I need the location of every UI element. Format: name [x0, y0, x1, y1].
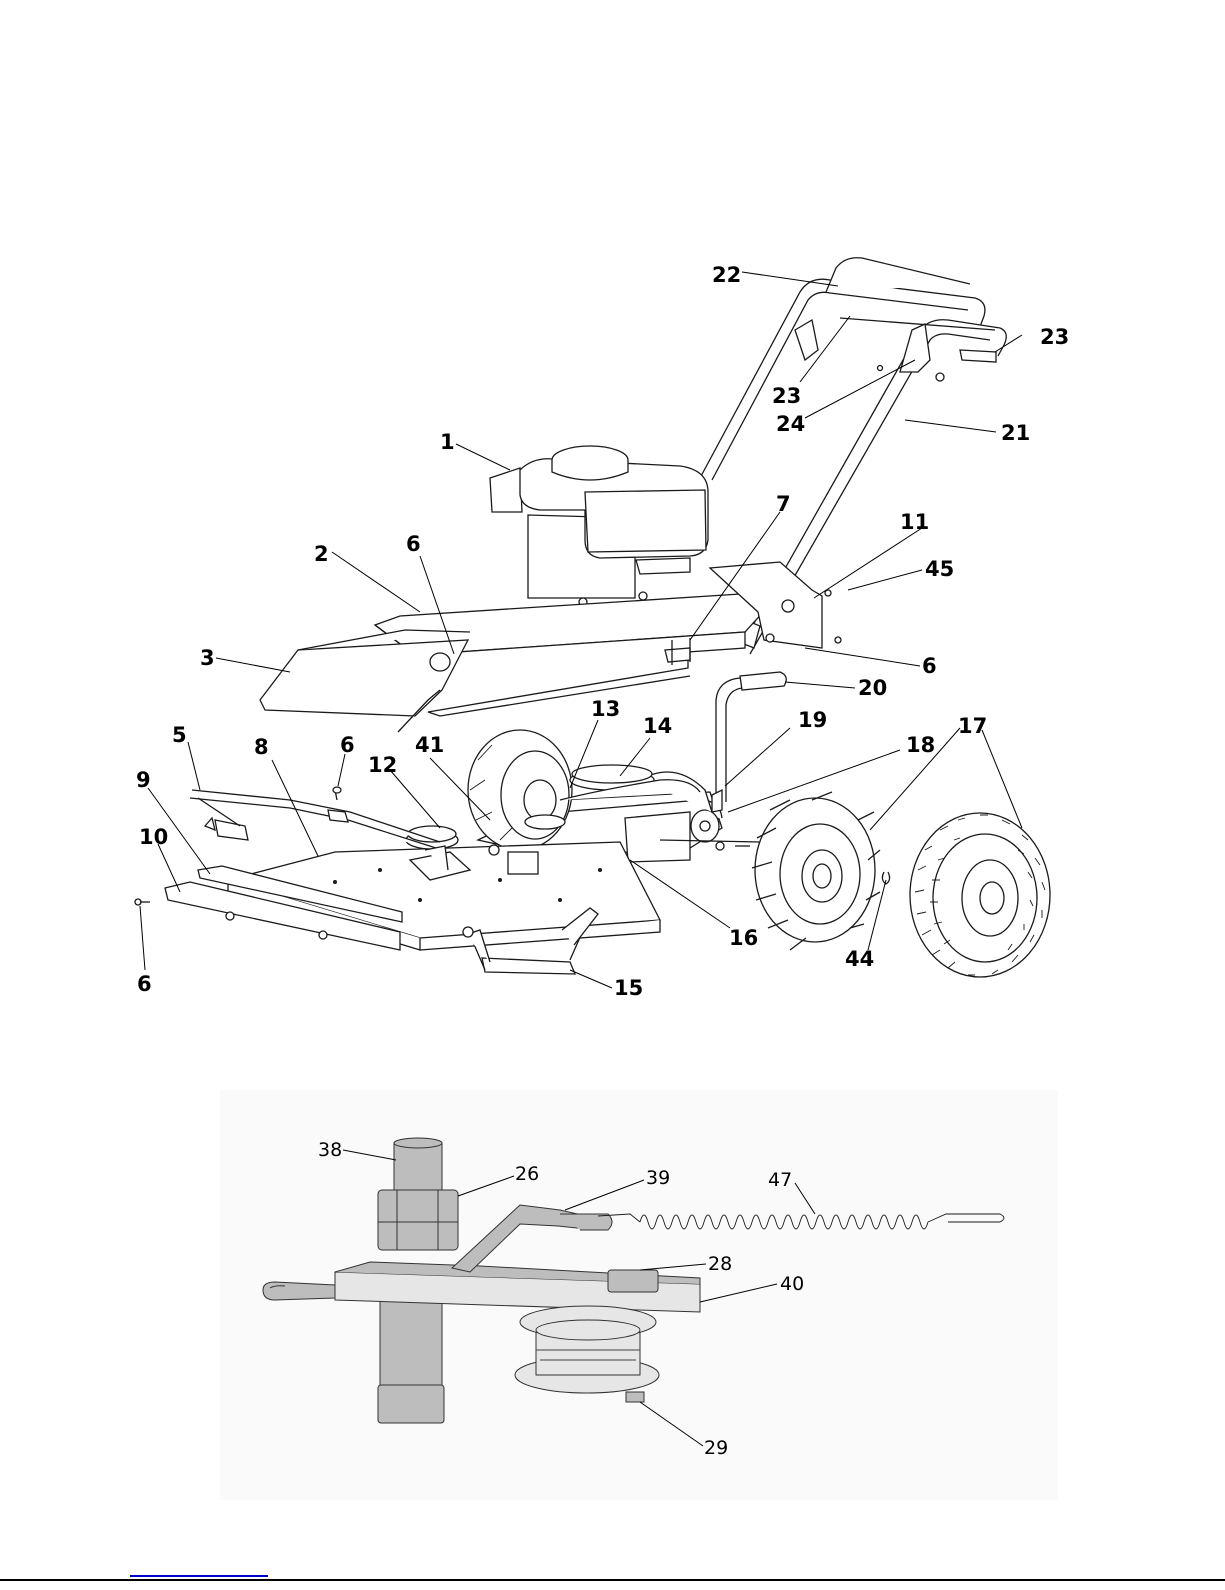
- page-bottom-rule: [0, 1579, 1225, 1581]
- callout-26: 26: [515, 1163, 539, 1185]
- callout-14: 14: [643, 714, 672, 738]
- left-drive-wheel: [468, 730, 572, 850]
- tensioner-detail-view: 38 26 39 47 28 40 29: [220, 1090, 1058, 1500]
- callout-22: 22: [712, 263, 741, 287]
- callout-23-handle-right: 23: [1040, 325, 1069, 349]
- callout-17: 17: [958, 714, 987, 738]
- callout-20: 20: [858, 676, 887, 700]
- callout-3: 3: [200, 646, 215, 670]
- callout-38: 38: [318, 1139, 342, 1161]
- callout-5: 5: [172, 723, 187, 747]
- callout-15: 15: [614, 976, 643, 1000]
- callout-40: 40: [780, 1273, 804, 1295]
- main-exploded-view: 22 23 23 24 21 1 7 11 2 6 45 3 6 20 13 1…: [135, 258, 1069, 1000]
- callout-6-right: 6: [922, 654, 937, 678]
- callout-6-bottom: 6: [137, 972, 152, 996]
- page-footer-link-underline[interactable]: [130, 1575, 268, 1577]
- knobby-tire-wheel: [910, 813, 1050, 977]
- callout-7: 7: [776, 492, 791, 516]
- callout-39: 39: [646, 1167, 670, 1189]
- deck-top-and-shield: [260, 594, 765, 732]
- engine: [490, 446, 708, 606]
- callout-6-center: 6: [340, 733, 355, 757]
- shift-lever: [712, 672, 786, 812]
- callout-24: 24: [776, 412, 805, 436]
- cotter-pin: [882, 872, 889, 884]
- callout-45: 45: [925, 557, 954, 581]
- callout-6-top: 6: [406, 532, 421, 556]
- callout-18: 18: [906, 733, 935, 757]
- callout-41: 41: [415, 733, 444, 757]
- callout-47: 47: [768, 1169, 792, 1191]
- callout-16: 16: [729, 926, 758, 950]
- callout-12: 12: [368, 753, 397, 777]
- height-adjust-rod: [190, 787, 440, 848]
- idler-pulley: [515, 1306, 659, 1402]
- callout-10: 10: [139, 825, 168, 849]
- callout-28: 28: [708, 1253, 732, 1275]
- callout-29: 29: [704, 1437, 728, 1459]
- callout-1: 1: [440, 430, 455, 454]
- callout-21: 21: [1001, 421, 1030, 445]
- callout-13: 13: [591, 697, 620, 721]
- callout-2: 2: [314, 542, 329, 566]
- callout-44: 44: [845, 947, 874, 971]
- callout-8: 8: [254, 735, 269, 759]
- callout-23-handle-center: 23: [772, 384, 801, 408]
- callout-19: 19: [798, 708, 827, 732]
- callout-9: 9: [136, 768, 151, 792]
- callout-11: 11: [900, 510, 929, 534]
